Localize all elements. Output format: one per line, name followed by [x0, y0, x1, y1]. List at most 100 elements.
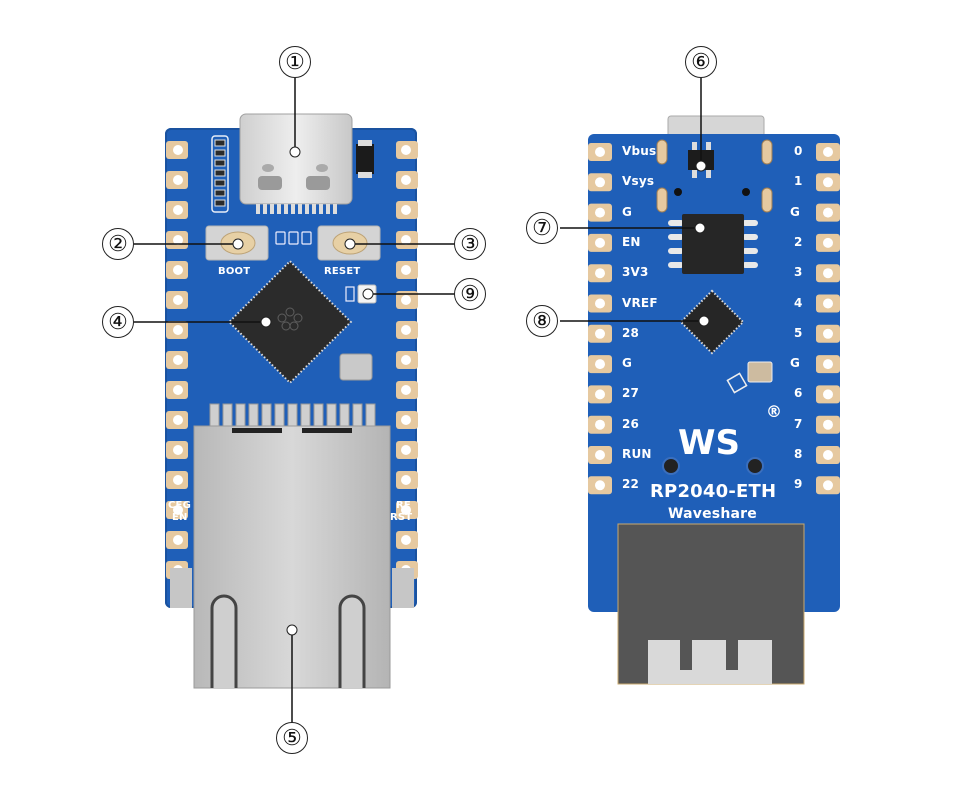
rj45-pin — [235, 403, 246, 429]
pin-hole — [823, 389, 833, 400]
rj45-pin — [287, 403, 298, 429]
pin-label-right: 7 — [794, 416, 803, 431]
usb-pin — [333, 204, 337, 214]
small-resistors — [275, 231, 312, 245]
pin-hole — [401, 475, 411, 485]
pin-label-left: Vbus — [622, 144, 657, 158]
pin-hole — [173, 325, 183, 335]
crystal-oscillator — [339, 353, 373, 381]
pin-hole — [401, 505, 411, 515]
pin-label-right: G — [790, 204, 801, 219]
pin-label-right: G — [790, 356, 801, 371]
brand-name: Waveshare — [668, 506, 757, 522]
pin-label-left: 22 — [622, 477, 640, 492]
pin-hole — [595, 480, 605, 491]
pin-hole — [173, 535, 183, 545]
pin-hole — [401, 355, 411, 365]
rst-label-2: RST — [390, 512, 413, 523]
pin-hole — [595, 177, 605, 188]
pin-hole — [173, 355, 183, 365]
pin-label-left: 3V3 — [622, 265, 649, 280]
pin-label-left: Vsys — [622, 174, 655, 189]
rj45-pin — [261, 403, 272, 429]
usb-pin — [277, 204, 281, 214]
rst-label-1: RE — [396, 500, 411, 511]
pin-hole — [595, 450, 605, 460]
pin-hole — [173, 475, 183, 485]
rp2040-chip — [227, 259, 353, 385]
resistor-array — [211, 135, 229, 213]
flash-pin — [668, 262, 684, 268]
pin-hole — [823, 419, 833, 430]
rj45-pin — [313, 403, 324, 429]
usb-pin — [298, 204, 302, 214]
pin-hole — [823, 298, 833, 309]
rj45-pin — [300, 403, 311, 429]
pin-hole — [173, 265, 183, 275]
callout-4: ④ — [102, 306, 134, 338]
flash-pin — [742, 262, 758, 268]
flash-pin — [668, 234, 684, 240]
cfg-label-1: CFG — [168, 500, 191, 511]
pin-label-left: RUN — [622, 447, 652, 461]
usb-pin — [291, 204, 295, 214]
reset-label: RESET — [324, 266, 361, 277]
usb-pin — [305, 204, 309, 214]
pin-hole — [173, 295, 183, 305]
pin-hole — [595, 268, 605, 279]
flash-pin — [742, 248, 758, 254]
pin-hole — [401, 445, 411, 455]
leader-dots — [232, 146, 710, 636]
resistor — [214, 179, 226, 187]
usb-pin — [256, 204, 260, 214]
pin-hole — [595, 359, 605, 370]
rj45-pin — [339, 403, 350, 429]
pin-hole — [173, 205, 183, 215]
pin-hole — [823, 207, 833, 218]
pin-hole — [401, 535, 411, 545]
pin-hole — [173, 235, 183, 245]
pin-label-right: 1 — [794, 174, 803, 189]
pin-hole — [823, 268, 833, 279]
pin-label-left: G — [622, 204, 633, 219]
leader-lines — [134, 78, 704, 723]
pin-hole — [401, 325, 411, 335]
rj45-pin — [326, 403, 337, 429]
usb-c-connector — [239, 113, 353, 214]
pin-hole — [595, 207, 605, 218]
pin-hole — [823, 450, 833, 460]
resistor — [214, 199, 226, 207]
resistor — [214, 149, 226, 157]
resistor — [214, 189, 226, 197]
pin-hole — [401, 385, 411, 395]
usb-pin — [270, 204, 274, 214]
rj45-pin — [248, 403, 259, 429]
cfg-label-2: EN — [172, 512, 188, 523]
pin-label-right: 8 — [794, 447, 803, 461]
pin-label-right: 5 — [794, 325, 803, 340]
pin-hole — [173, 415, 183, 425]
rj45-pin — [222, 403, 233, 429]
callout-8: ⑧ — [526, 305, 558, 337]
pin-hole — [173, 145, 183, 155]
pin-label-left: VREF — [622, 295, 658, 310]
pin-label-left: 27 — [622, 386, 640, 401]
callout-6: ⑥ — [685, 46, 717, 78]
pin-label-right: 6 — [794, 386, 803, 401]
callout-7: ⑦ — [526, 212, 558, 244]
flash-pin — [668, 220, 684, 226]
pin-hole — [401, 175, 411, 185]
product-name: RP2040-ETH — [650, 481, 777, 502]
resistor — [214, 169, 226, 177]
callout-3: ③ — [454, 228, 486, 260]
pin-hole — [823, 328, 833, 339]
callout-1: ① — [279, 46, 311, 78]
usb-pin — [263, 204, 267, 214]
pin-hole — [401, 415, 411, 425]
usb-pin — [284, 204, 288, 214]
pin-hole — [823, 177, 833, 188]
usb-pin — [326, 204, 330, 214]
pin-hole — [823, 147, 833, 157]
pin-hole — [401, 295, 411, 305]
